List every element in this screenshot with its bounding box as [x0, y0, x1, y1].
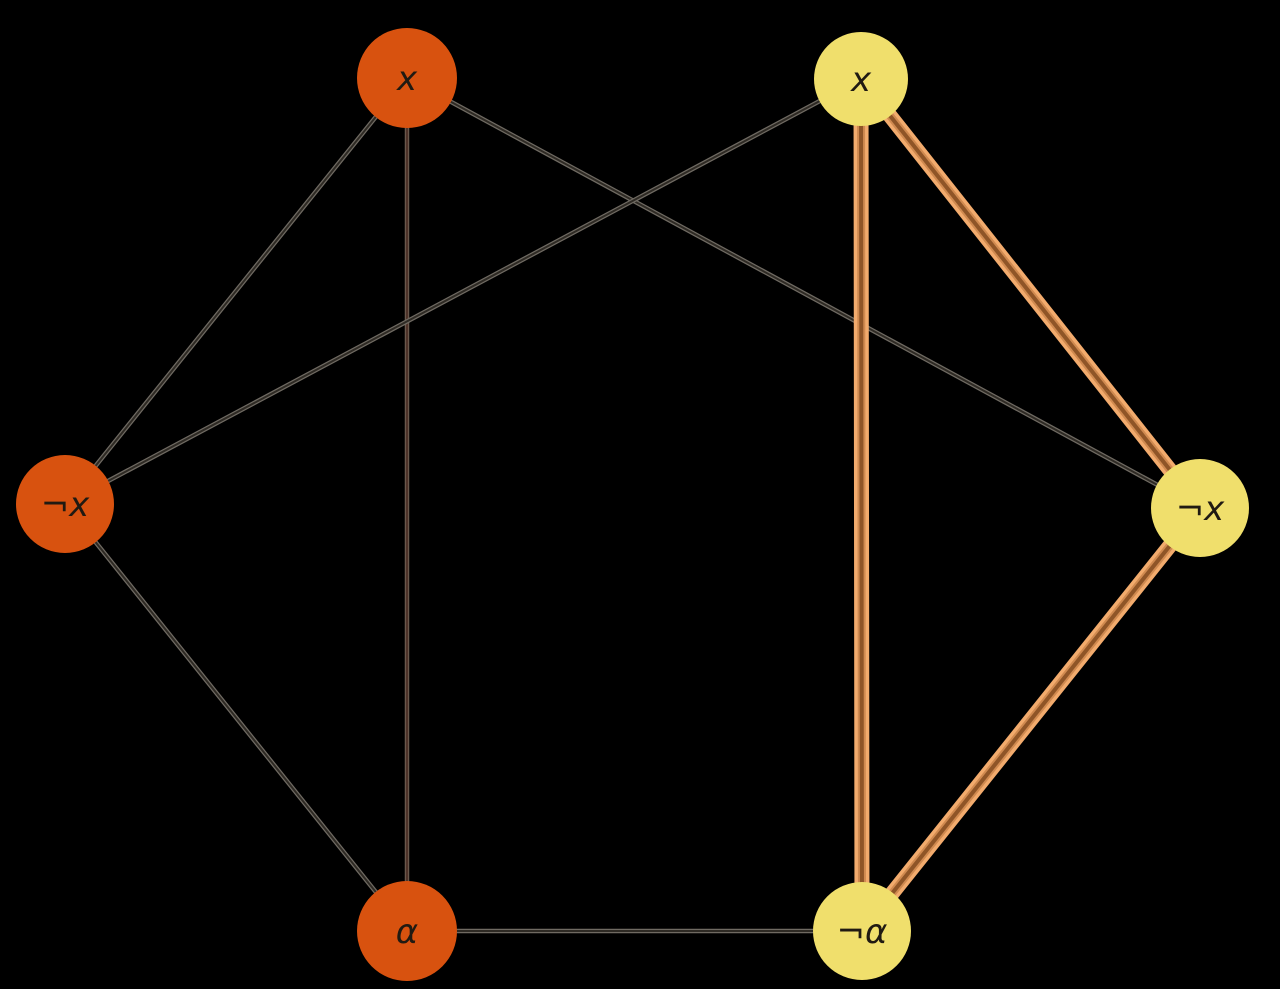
highlighted-edges	[853, 71, 1208, 939]
node-x-right: x	[814, 32, 908, 126]
edge-x-right--not-x-right-layer-2	[859, 77, 1202, 510]
node-circle-x-right	[814, 32, 908, 126]
node-label-x-left: x	[396, 59, 418, 99]
node-x-left: x	[357, 28, 457, 128]
edge-x-left--not-x-left-core	[64, 77, 408, 505]
node-label-not-x-left: ¬x	[41, 485, 90, 525]
edge-x-right--not-x-left-core	[64, 78, 862, 505]
edge-x-left--not-x-right	[404, 75, 1203, 511]
nodes: x x ¬x ¬x α ¬α	[16, 28, 1249, 981]
node-label-not-x-right: ¬x	[1176, 489, 1225, 529]
node-not-x-right: ¬x	[1151, 459, 1249, 557]
edge-x-left--not-x-left	[62, 75, 410, 507]
node-circle-x-left	[357, 28, 457, 128]
node-circle-not-alpha	[813, 882, 911, 980]
edge-not-x-right--not-alpha-layer-2	[860, 506, 1202, 933]
edge-not-x-left--alpha-core	[64, 503, 408, 932]
normal-edges	[62, 75, 1203, 934]
edge-x-right--not-x-right	[853, 71, 1208, 516]
edge-x-right--not-x-left	[62, 76, 864, 507]
edge-not-x-right--not-alpha	[854, 500, 1208, 939]
node-circle-alpha	[357, 881, 457, 981]
node-label-alpha: α	[396, 912, 418, 952]
node-alpha: α	[357, 881, 457, 981]
node-not-alpha: ¬α	[813, 882, 911, 980]
edge-x-left--not-x-right-core	[406, 77, 1201, 509]
node-not-x-left: ¬x	[16, 455, 114, 553]
edge-x-right--not-alpha-layer-2	[859, 77, 864, 933]
edge-x-right--not-alpha	[853, 71, 870, 939]
node-label-x-right: x	[850, 60, 872, 100]
node-circle-not-x-right	[1151, 459, 1249, 557]
node-circle-not-x-left	[16, 455, 114, 553]
edge-not-x-left--alpha	[62, 501, 410, 934]
node-label-not-alpha: ¬α	[837, 912, 888, 952]
